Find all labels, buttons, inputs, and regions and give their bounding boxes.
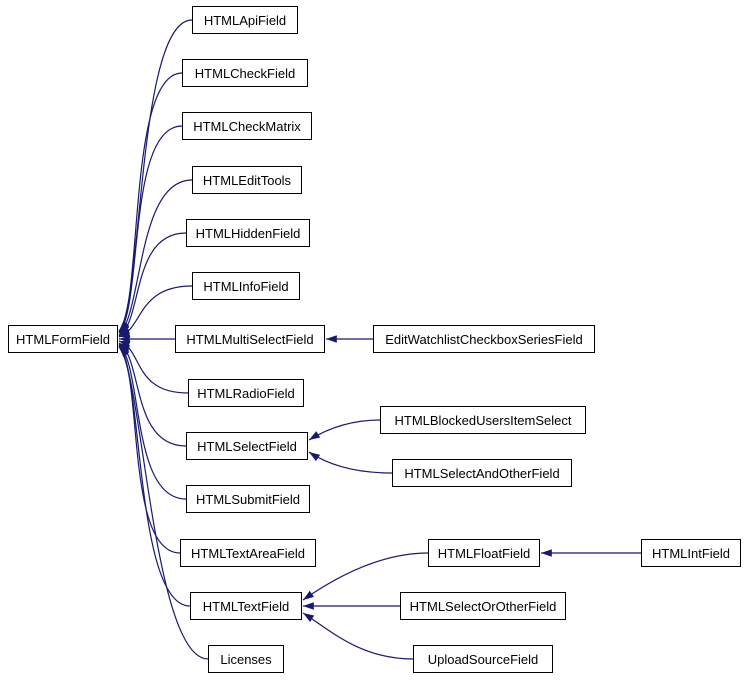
node-html-int-field[interactable]: HTMLIntField — [641, 539, 741, 567]
edge-html-text-area-field-to-html-form-field — [118, 344, 181, 554]
edge-html-check-field-to-html-form-field — [118, 72, 183, 333]
node-html-select-or-other-field[interactable]: HTMLSelectOrOtherField — [400, 592, 566, 620]
node-html-check-field[interactable]: HTMLCheckField — [182, 59, 308, 87]
node-html-select-field[interactable]: HTMLSelectField — [186, 432, 308, 460]
node-html-check-matrix[interactable]: HTMLCheckMatrix — [182, 112, 312, 140]
node-html-blocked-users-item-select[interactable]: HTMLBlockedUsersItemSelect — [380, 406, 586, 434]
edge-html-select-field-to-html-form-field — [118, 342, 187, 447]
node-edit-watchlist-checkbox-series-field[interactable]: EditWatchlistCheckboxSeriesField — [373, 325, 595, 353]
node-html-text-field[interactable]: HTMLTextField — [190, 592, 302, 620]
edge-licenses-to-html-form-field — [118, 346, 209, 660]
node-licenses[interactable]: Licenses — [208, 645, 284, 673]
edge-html-edit-tools-to-html-form-field — [118, 179, 193, 336]
node-upload-source-field[interactable]: UploadSourceField — [413, 645, 553, 673]
edge-html-float-field-to-html-text-field — [302, 552, 429, 601]
node-html-submit-field[interactable]: HTMLSubmitField — [186, 485, 310, 513]
node-html-form-field[interactable]: HTMLFormField — [8, 325, 118, 353]
node-html-radio-field[interactable]: HTMLRadioField — [188, 379, 304, 407]
node-html-float-field[interactable]: HTMLFloatField — [428, 539, 540, 567]
node-html-info-field[interactable]: HTMLInfoField — [192, 272, 300, 300]
edge-html-check-matrix-to-html-form-field — [118, 125, 183, 334]
edge-html-select-and-other-field-to-html-select-field — [308, 451, 393, 474]
edge-html-blocked-users-item-select-to-html-select-field — [308, 419, 381, 441]
node-html-edit-tools[interactable]: HTMLEditTools — [192, 166, 302, 194]
node-html-api-field[interactable]: HTMLApiField — [192, 6, 298, 34]
edge-upload-source-field-to-html-text-field — [302, 612, 414, 660]
node-html-select-and-other-field[interactable]: HTMLSelectAndOtherField — [392, 459, 572, 487]
edge-html-submit-field-to-html-form-field — [118, 343, 187, 500]
edge-html-info-field-to-html-form-field — [118, 285, 193, 338]
edge-html-hidden-field-to-html-form-field — [118, 232, 187, 337]
node-html-multi-select-field[interactable]: HTMLMultiSelectField — [175, 325, 325, 353]
node-html-text-area-field[interactable]: HTMLTextAreaField — [180, 539, 316, 567]
node-html-hidden-field[interactable]: HTMLHiddenField — [186, 219, 310, 247]
